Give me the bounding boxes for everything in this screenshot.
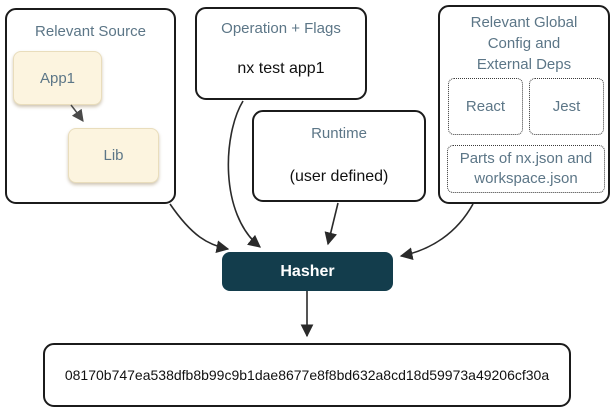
global-config-title-line2: Config and xyxy=(487,35,561,52)
runtime-title: Runtime xyxy=(311,125,367,142)
node-lib-label: Lib xyxy=(103,147,124,164)
relevant-source-group: Relevant Source App1 Lib xyxy=(5,8,176,204)
operation-flags-group: Operation + Flags nx test app1 xyxy=(195,7,367,100)
hasher-label: Hasher xyxy=(280,262,335,280)
node-app1: App1 xyxy=(13,51,102,105)
config-files-note-line2: workspace.json xyxy=(474,170,578,187)
config-files-note-line1: Parts of nx.json and xyxy=(459,150,593,167)
arrow-config-to-hasher xyxy=(399,203,474,261)
dep-react: React xyxy=(448,78,523,135)
hash-output-box: 08170b747ea538dfb8b99c9b1dae8677e8f8bd63… xyxy=(43,343,571,407)
dep-jest: Jest xyxy=(529,78,604,135)
global-config-title-line3: External Deps xyxy=(476,56,572,73)
node-app1-label: App1 xyxy=(39,69,76,87)
global-config-title-line1: Relevant Global xyxy=(470,14,578,31)
dep-jest-label: Jest xyxy=(552,98,581,115)
dep-react-label: React xyxy=(465,98,506,115)
global-config-group: Relevant Global Config and External Deps… xyxy=(438,5,610,204)
global-config-title: Relevant Global Config and External Deps xyxy=(440,12,608,75)
relevant-source-title: Relevant Source xyxy=(35,23,146,40)
arrow-runtime-to-hasher xyxy=(324,202,339,246)
operation-flags-title: Operation + Flags xyxy=(221,20,341,37)
config-files-note: Parts of nx.json and workspace.json xyxy=(447,145,605,193)
operation-command: nx test app1 xyxy=(237,60,325,77)
hasher-node: Hasher xyxy=(222,252,393,291)
node-lib: Lib xyxy=(68,128,159,183)
runtime-value: (user defined) xyxy=(289,168,389,185)
arrow-source-to-hasher xyxy=(169,203,230,254)
hash-value: 08170b747ea538dfb8b99c9b1dae8677e8f8bd63… xyxy=(64,367,550,383)
runtime-group: Runtime (user defined) xyxy=(252,110,426,202)
